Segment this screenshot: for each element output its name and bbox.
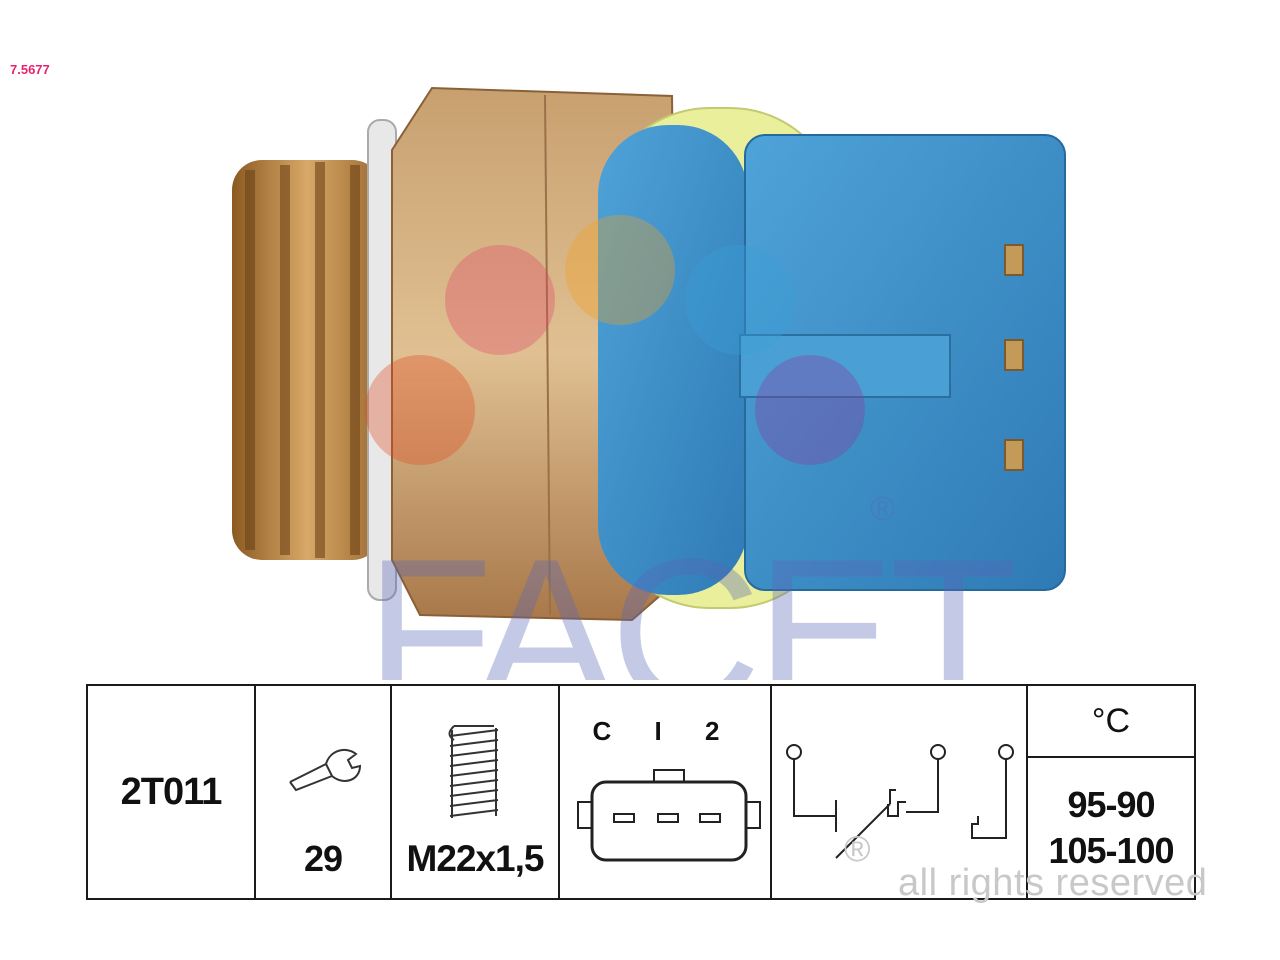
spec-wrench: 29 [254, 684, 392, 900]
spec-schema: ® [770, 684, 1028, 900]
spec-code: 2T011 [86, 684, 256, 900]
connector-base [598, 125, 748, 595]
temp-range-1: 95-90 [1067, 784, 1155, 825]
temperature-switch-image: FACET ® [232, 86, 1066, 680]
thread-size: M22x1,5 [406, 838, 545, 879]
article-code: 7.5677 [10, 62, 50, 77]
wrench-icon [289, 748, 362, 792]
schema-registered-mark: ® [844, 828, 871, 869]
temp-range-2: 105-100 [1048, 830, 1174, 871]
temp-unit: °C [1028, 686, 1194, 758]
spec-temperature: °C 95-90 105-100 [1026, 684, 1196, 900]
facet-logo-text: FACET [365, 515, 1013, 680]
connector-icon [577, 769, 761, 862]
thread-icon [448, 725, 499, 818]
connector-pin-labels: C I 2 [592, 716, 738, 746]
spec-table: 2T011 29 M22x1,5 C I 2 [86, 684, 1196, 900]
switch-schema-icon [786, 744, 1014, 859]
connector-pins [1004, 244, 1024, 471]
spec-thread: M22x1,5 [390, 684, 560, 900]
threaded-body [232, 160, 382, 560]
rights-watermark: all rights reserved [898, 862, 1208, 904]
spec-connector: C I 2 [558, 684, 772, 900]
logo-registered-mark: ® [870, 490, 895, 528]
facet-logo-watermark: FACET ® [365, 215, 1019, 680]
wrench-size: 29 [303, 838, 343, 879]
